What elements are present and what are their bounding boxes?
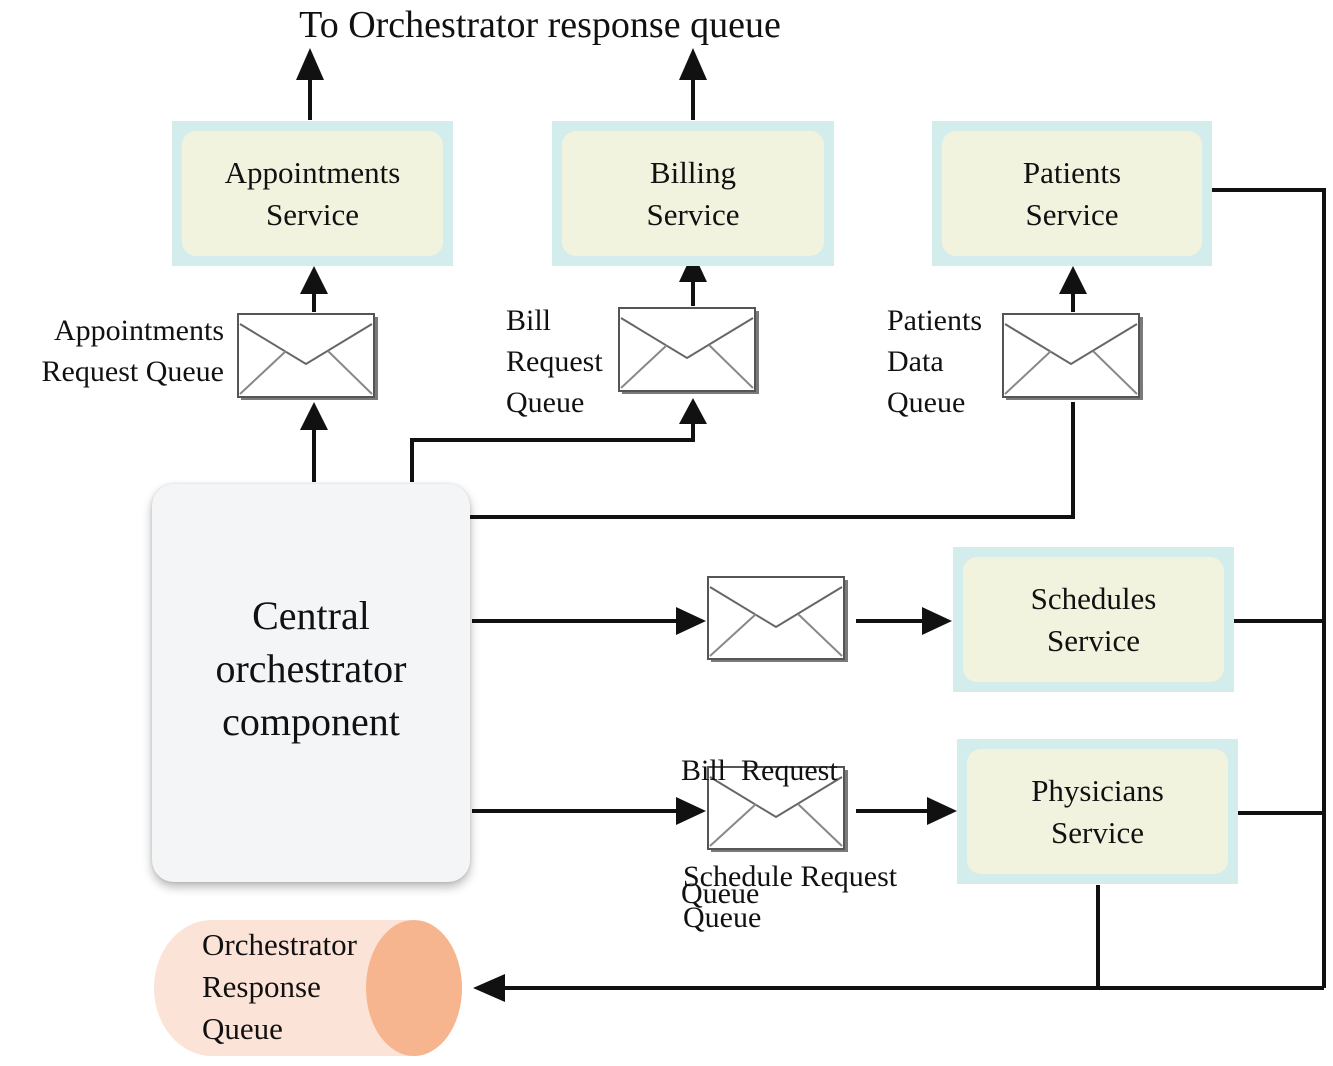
central-line-2: orchestrator [215, 645, 407, 691]
line-patients-to-return-bus [1212, 188, 1326, 988]
patients-data-queue-label: Patients Data Queue [887, 304, 982, 419]
billing-service-line-1: Billing [649, 154, 737, 190]
arrowhead-up-7 [679, 398, 707, 424]
schedule-request-queue-label: Schedule Request Queue [683, 860, 898, 934]
arrowhead-right-1 [676, 607, 706, 635]
schedules-service-line-1: Schedules [1030, 580, 1157, 616]
arrowhead-left-response [473, 974, 505, 1002]
line-central-to-patients-queue [470, 402, 1075, 519]
appointments-service-line-2: Service [266, 196, 359, 232]
orchestrator-response-queue-cylinder-icon [154, 920, 462, 1056]
patients-service-box: Patients Service [932, 121, 1212, 266]
billing-service-box: Billing Service [552, 121, 834, 266]
arrowhead-up-5 [1059, 266, 1087, 294]
appointments-service-box: Appointments Service [172, 121, 453, 266]
physicians-service-line-1: Physicians [1031, 772, 1164, 808]
appointments-queue-envelope-icon [237, 313, 378, 400]
patients-queue-envelope-icon [1002, 313, 1143, 400]
arrow-central-to-bill-queue [410, 420, 695, 482]
arrowhead-right-4 [927, 797, 957, 825]
appointments-request-queue-label: Appointments Request Queue [41, 314, 224, 388]
bill-request-queue-mid-label: Bill Request Queue [681, 754, 838, 910]
bill-queue-envelope-icon [618, 307, 759, 394]
arrowhead-up-1 [296, 48, 324, 80]
patients-service-line-2: Service [1025, 196, 1119, 232]
arrowhead-up-3 [300, 266, 328, 294]
arrowhead-right-2 [676, 797, 706, 825]
patients-service-line-1: Patients [1022, 154, 1122, 190]
arrowhead-up-6 [300, 402, 328, 430]
arrowhead-up-2 [679, 48, 707, 80]
schedules-service-box: Schedules Service [953, 547, 1234, 692]
diagram-title: To Orchestrator response queue [299, 4, 781, 46]
arrowhead-right-3 [922, 607, 952, 635]
central-line-1: Central [252, 592, 370, 638]
bill-queue-mid-envelope-icon [707, 576, 848, 662]
appointments-service-line-1: Appointments [224, 154, 401, 190]
central-orchestrator-box: Central orchestrator component [152, 484, 470, 882]
schedule-queue-envelope-icon [707, 766, 848, 852]
orchestrator-response-queue-label: Orchestrator Response Queue [202, 927, 357, 1046]
billing-service-line-2: Service [646, 196, 740, 232]
bill-request-queue-label: Bill Request Queue [506, 304, 603, 419]
arrowhead-up-4 [679, 252, 707, 282]
physicians-service-box: Physicians Service [957, 739, 1238, 884]
schedules-service-line-2: Service [1047, 622, 1140, 658]
physicians-service-line-2: Service [1051, 814, 1144, 850]
central-line-3: component [222, 698, 400, 744]
